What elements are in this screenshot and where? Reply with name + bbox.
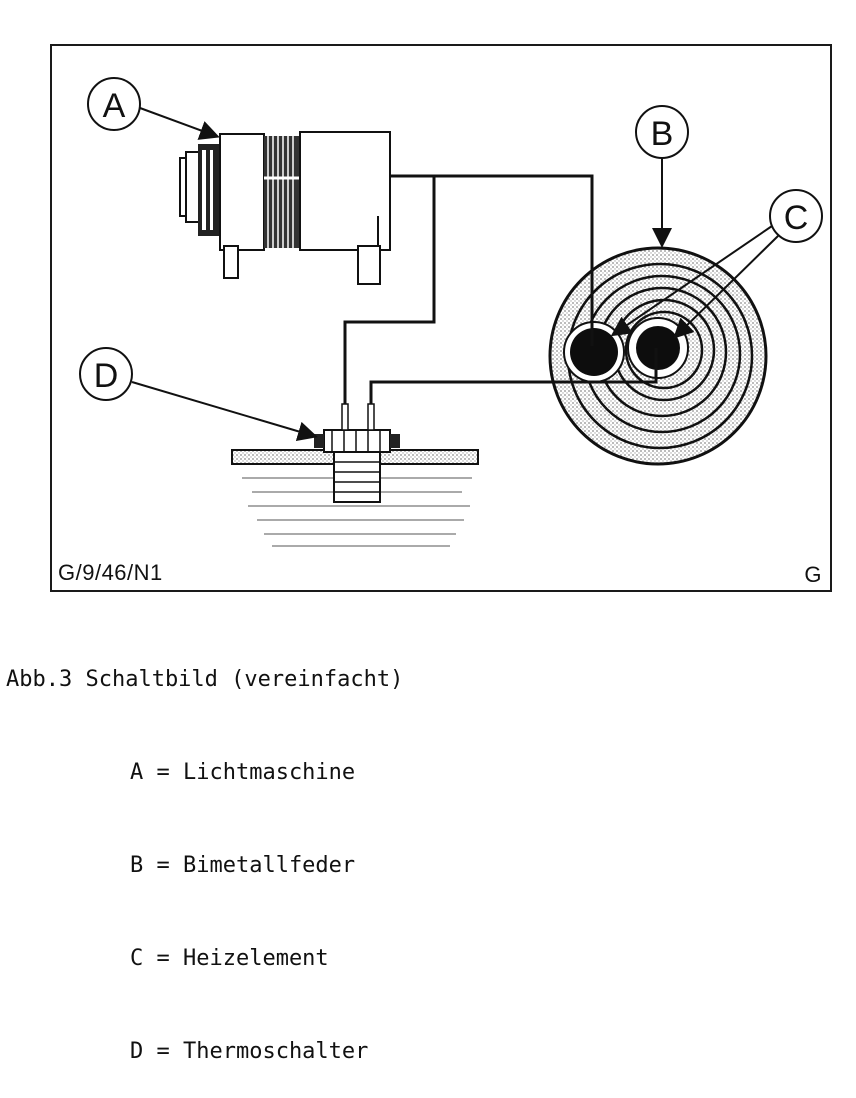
wiring-diagram: A B C D xyxy=(79,77,823,547)
callout-b: B xyxy=(635,105,689,248)
heating-element-icon xyxy=(563,317,689,383)
wiring-lines xyxy=(343,174,658,404)
callout-c: C xyxy=(610,189,823,339)
callout-d: D xyxy=(79,347,318,442)
diagram-frame: A B C D G/9/46/N1 G xyxy=(50,44,832,592)
callout-c-label: C xyxy=(784,199,809,237)
callout-a-label: A xyxy=(103,87,126,125)
legend-item-d: D = Thermoschalter xyxy=(130,1039,369,1064)
generator-icon xyxy=(179,131,391,285)
figure-code: G/9/46/N1 xyxy=(58,560,163,585)
figure-caption: Abb.3 Schaltbild (vereinfacht) A = Licht… xyxy=(6,602,403,1098)
figure-corner-mark: G xyxy=(804,562,822,587)
legend-item-a: A = Lichtmaschine xyxy=(130,760,356,785)
legend-item-c: C = Heizelement xyxy=(130,946,329,971)
thermo-switch-icon xyxy=(231,403,479,547)
callout-d-label: D xyxy=(94,357,119,395)
caption-title: Abb.3 Schaltbild (vereinfacht) xyxy=(6,667,404,692)
callout-b-label: B xyxy=(651,115,674,153)
callout-a: A xyxy=(87,77,220,140)
legend-item-b: B = Bimetallfeder xyxy=(130,853,356,878)
